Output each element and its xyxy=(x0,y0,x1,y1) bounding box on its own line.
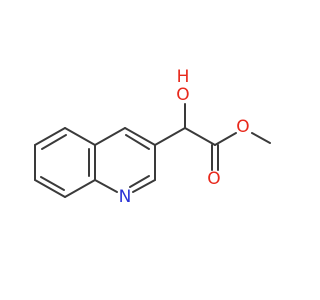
bond xyxy=(184,127,216,146)
side-chain xyxy=(154,103,271,171)
bond xyxy=(124,127,156,146)
carbonyl-oxygen-label: O xyxy=(207,169,220,189)
bond-double-inner xyxy=(40,176,65,191)
bond-to-ester-oxygen xyxy=(214,132,237,146)
bond xyxy=(64,179,96,198)
bond xyxy=(94,179,118,193)
bond xyxy=(154,127,186,146)
ester-oxygen-label: O xyxy=(236,117,249,137)
molecule-drawing: O H O O N xyxy=(34,67,271,207)
bond-methyl xyxy=(251,132,271,144)
bond xyxy=(64,127,96,146)
hydroxyl-hydrogen-label: H xyxy=(177,67,190,87)
bond xyxy=(34,179,66,198)
bond-double-inner xyxy=(125,134,150,150)
ring-nitrogen-label: N xyxy=(119,187,132,207)
hydroxyl-oxygen-label: O xyxy=(176,85,189,105)
bond xyxy=(34,127,66,146)
atom-labels: O H O O N xyxy=(119,67,250,207)
bond-double-inner xyxy=(41,134,67,150)
bond xyxy=(94,127,126,146)
structure-canvas: O H O O N xyxy=(34,67,271,207)
bond-double-inner xyxy=(129,175,150,188)
pyridine-ring xyxy=(94,127,156,193)
benzo-ring xyxy=(34,127,96,198)
bond xyxy=(132,179,156,193)
